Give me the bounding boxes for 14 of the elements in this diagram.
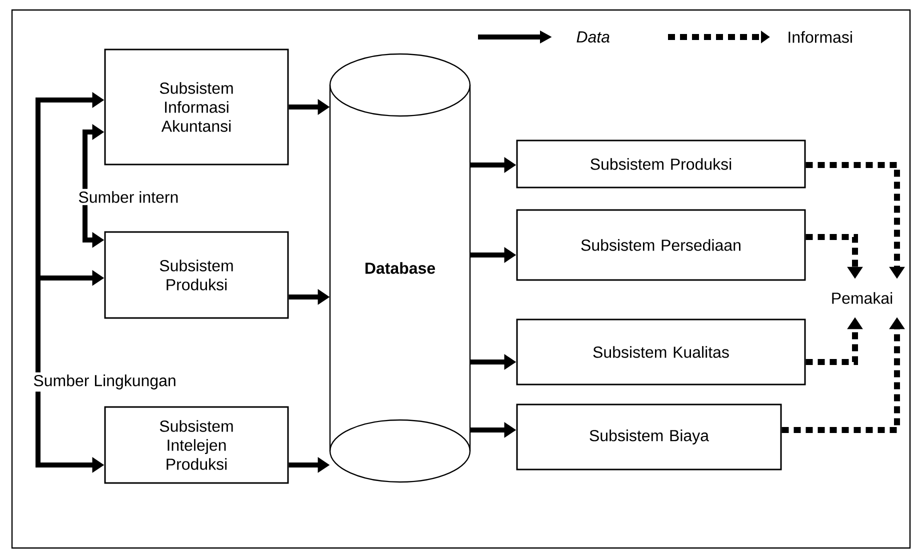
source-label: Sumber Lingkungan bbox=[31, 372, 178, 392]
process-box: Subsistem Persediaan bbox=[516, 209, 806, 281]
node-label: Database bbox=[366, 262, 436, 274]
process-box: Subsistem Kualitas bbox=[516, 318, 806, 386]
database-cylinder: Database bbox=[329, 53, 471, 483]
process-box: Subsistem Biaya bbox=[516, 404, 782, 470]
process-box: Subsistem Produksi bbox=[516, 140, 806, 188]
legend-label: Data bbox=[576, 31, 610, 43]
source-label: Sumber intern bbox=[76, 189, 181, 205]
process-box: Subsistem Produksi bbox=[104, 231, 289, 319]
process-box: Subsistem Informasi Akuntansi bbox=[104, 48, 289, 166]
process-box: Subsistem Intelejen Produksi bbox=[104, 406, 289, 484]
legend-label: Informasi bbox=[788, 31, 852, 43]
user-label: Pemakai bbox=[832, 292, 892, 304]
